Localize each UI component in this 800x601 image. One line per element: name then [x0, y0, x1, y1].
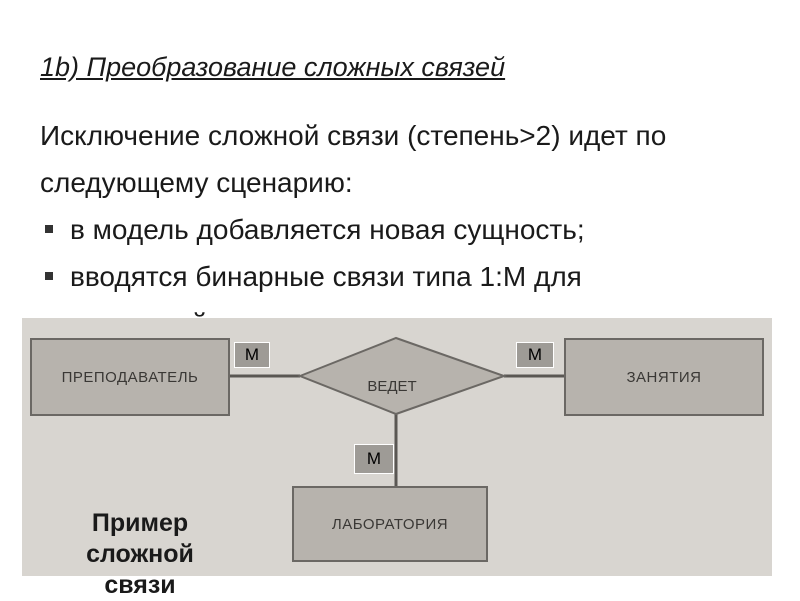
entity-classes: ЗАНЯТИЯ	[564, 338, 764, 416]
cardinality-teacher: М	[234, 342, 270, 368]
slide-title: 1b) Преобразование сложных связей	[40, 52, 506, 82]
cardinality-classes: М	[516, 342, 554, 368]
bullet-text: вводятся бинарные связи типа 1:М для	[70, 261, 582, 292]
relationship-label: ВЕДЕТ	[367, 378, 417, 395]
entity-teacher-label: ПРЕПОДАВАТЕЛЬ	[61, 368, 199, 386]
entity-classes-label: ЗАНЯТИЯ	[626, 368, 702, 386]
entity-laboratory: ЛАБОРАТОРИЯ	[292, 486, 488, 562]
er-diagram-lines	[228, 336, 564, 486]
relationship-diamond	[297, 336, 508, 416]
bullet-marker-icon	[45, 225, 53, 233]
bullet-marker-icon	[45, 272, 53, 280]
er-diagram-figure: ПРЕПОДАВАТЕЛЬ ЗАНЯТИЯ ЛАБОРАТОРИЯ ВЕДЕТ …	[22, 318, 772, 576]
bullet-item: в модель добавляется новая сущность;	[40, 206, 780, 253]
bullet-item: вводятся бинарные связи типа 1:М для	[40, 253, 780, 300]
entity-teacher: ПРЕПОДАВАТЕЛЬ	[30, 338, 230, 416]
intro-paragraph: Исключение сложной связи (степень>2) иде…	[40, 120, 667, 198]
entity-laboratory-label: ЛАБОРАТОРИЯ	[331, 515, 449, 533]
bullet-text: в модель добавляется новая сущность;	[70, 214, 585, 245]
figure-caption: Пример сложной связи	[86, 509, 194, 599]
cardinality-laboratory: М	[354, 444, 394, 474]
intro-text-block: Исключение сложной связи (степень>2) иде…	[40, 112, 780, 326]
